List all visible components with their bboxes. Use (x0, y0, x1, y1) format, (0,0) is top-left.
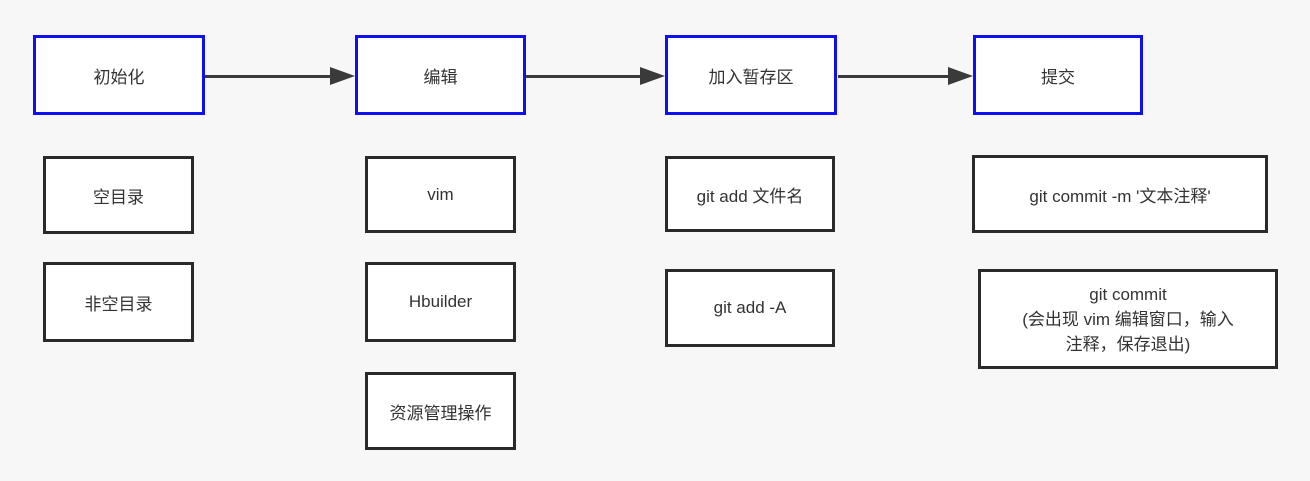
stage-label-commit: 提交 (1041, 67, 1075, 87)
node-label: 资源管理操作 (389, 403, 492, 423)
stage-box-edit: 编辑 (355, 35, 526, 115)
node-hbuilder: Hbuilder (365, 262, 516, 342)
node-label: 非空目录 (84, 294, 153, 314)
node-git-add-all: git add -A (665, 269, 835, 347)
stage-box-init: 初始化 (33, 35, 205, 115)
stage-box-commit: 提交 (973, 35, 1143, 115)
stage-box-staging-area: 加入暂存区 (665, 35, 837, 115)
flow-arrow-edit-to-stage (526, 67, 665, 85)
node-label-line2: (会出现 vim 编辑窗口，输入 (1022, 309, 1234, 329)
flow-arrow-stage-to-commit (838, 67, 973, 85)
node-label: git commit -m '文本注释' (1029, 186, 1211, 206)
node-git-commit-message: git commit -m '文本注释' (972, 155, 1268, 233)
stage-label-staging-area: 加入暂存区 (708, 67, 794, 87)
node-label: Hbuilder (408, 292, 473, 311)
node-git-commit-vim: git commit (会出现 vim 编辑窗口，输入 注释，保存退出) (978, 269, 1278, 369)
stage-label-init: 初始化 (93, 67, 145, 87)
arrow-head-icon (640, 67, 665, 85)
node-resource-manager-operation: 资源管理操作 (365, 372, 516, 450)
node-empty-directory: 空目录 (43, 156, 194, 234)
node-label: git add -A (713, 298, 787, 317)
node-label: 空目录 (93, 187, 144, 207)
node-git-add-filename: git add 文件名 (665, 156, 835, 232)
node-vim: vim (365, 156, 516, 233)
node-label: git add 文件名 (696, 186, 804, 206)
arrow-head-icon (330, 67, 355, 85)
node-label-line3: 注释，保存退出) (1065, 334, 1191, 354)
node-label-line1: git commit (1089, 284, 1167, 304)
arrow-shaft (205, 74, 333, 78)
arrow-shaft (526, 74, 643, 78)
arrow-head-icon (948, 67, 973, 85)
stage-label-edit: 编辑 (423, 67, 458, 87)
node-label: vim (427, 184, 454, 204)
node-nonempty-directory: 非空目录 (43, 262, 194, 342)
flow-arrow-init-to-edit (205, 67, 355, 85)
arrow-shaft (838, 74, 951, 78)
